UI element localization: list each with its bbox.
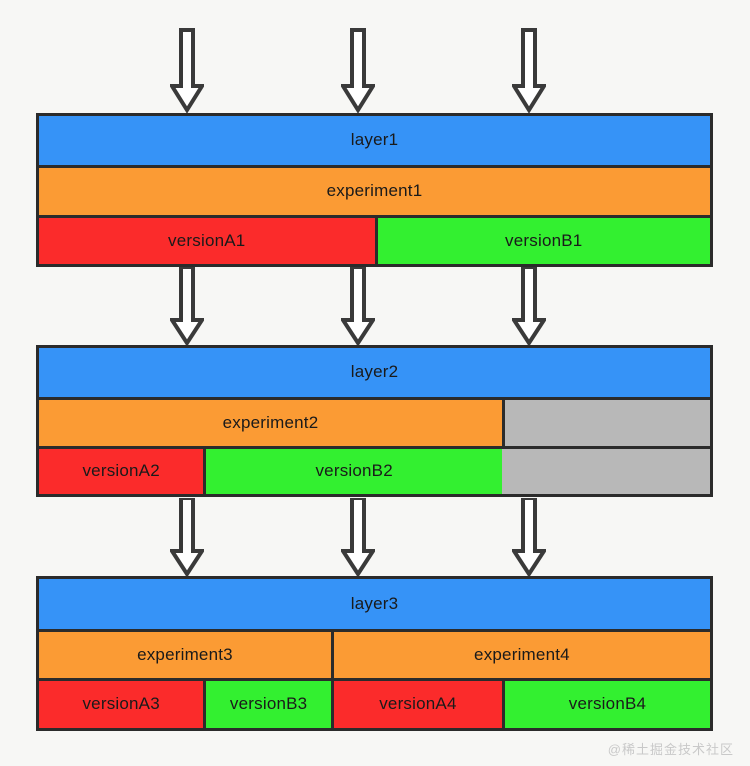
- version-row: versionA3 versionB3 versionA4 versionB4: [39, 677, 710, 728]
- version-cell-versionB1[interactable]: versionB1: [374, 217, 710, 264]
- layer-block-layer2: layer2 experiment2 versionA2 versionB2: [36, 345, 713, 497]
- down-arrow-icon: [512, 267, 546, 345]
- experiment-cell-experiment3[interactable]: experiment3: [39, 631, 331, 678]
- experiment-cell-unused-layer2: [501, 399, 710, 446]
- layer-row: layer2: [39, 348, 710, 397]
- experiment-cell-experiment1[interactable]: experiment1: [39, 167, 710, 215]
- layer-block-layer3: layer3 experiment3 experiment4 versionA3…: [36, 576, 713, 731]
- layer-cell-layer3[interactable]: layer3: [39, 579, 710, 629]
- version-cell-versionA4[interactable]: versionA4: [330, 680, 502, 728]
- experiment-cell-experiment2[interactable]: experiment2: [39, 399, 502, 446]
- layer-cell-layer2[interactable]: layer2: [39, 348, 710, 397]
- layer-block-layer1: layer1 experiment1 versionA1 versionB1: [36, 113, 713, 267]
- down-arrow-icon: [170, 267, 204, 345]
- layer-row: layer3: [39, 579, 710, 629]
- version-cell-versionB4[interactable]: versionB4: [501, 680, 710, 728]
- version-cell-versionA1[interactable]: versionA1: [39, 217, 375, 264]
- down-arrow-icon: [170, 28, 204, 113]
- version-row: versionA2 versionB2: [39, 445, 710, 494]
- version-cell-versionA2[interactable]: versionA2: [39, 448, 204, 494]
- watermark-text: @稀土掘金技术社区: [607, 742, 734, 757]
- down-arrow-icon: [341, 267, 375, 345]
- arrow-group-layer1-to-layer2: [0, 267, 750, 345]
- experiment-cell-experiment4[interactable]: experiment4: [330, 631, 710, 678]
- arrow-group-into-layer1: [0, 28, 750, 113]
- down-arrow-icon: [512, 498, 546, 576]
- down-arrow-icon: [170, 498, 204, 576]
- version-cell-versionB3[interactable]: versionB3: [203, 680, 331, 728]
- version-cell-versionA3[interactable]: versionA3: [39, 680, 204, 728]
- down-arrow-icon: [512, 28, 546, 113]
- arrow-group-layer2-to-layer3: [0, 498, 750, 576]
- version-cell-unused-layer2: [501, 448, 710, 494]
- down-arrow-icon: [341, 498, 375, 576]
- version-cell-versionB2[interactable]: versionB2: [203, 448, 502, 494]
- layer-row: layer1: [39, 116, 710, 165]
- experiment-row: experiment2: [39, 396, 710, 446]
- layer-cell-layer1[interactable]: layer1: [39, 116, 710, 165]
- experiment-row: experiment3 experiment4: [39, 628, 710, 678]
- down-arrow-icon: [341, 28, 375, 113]
- version-row: versionA1 versionB1: [39, 214, 710, 264]
- experiment-row: experiment1: [39, 164, 710, 215]
